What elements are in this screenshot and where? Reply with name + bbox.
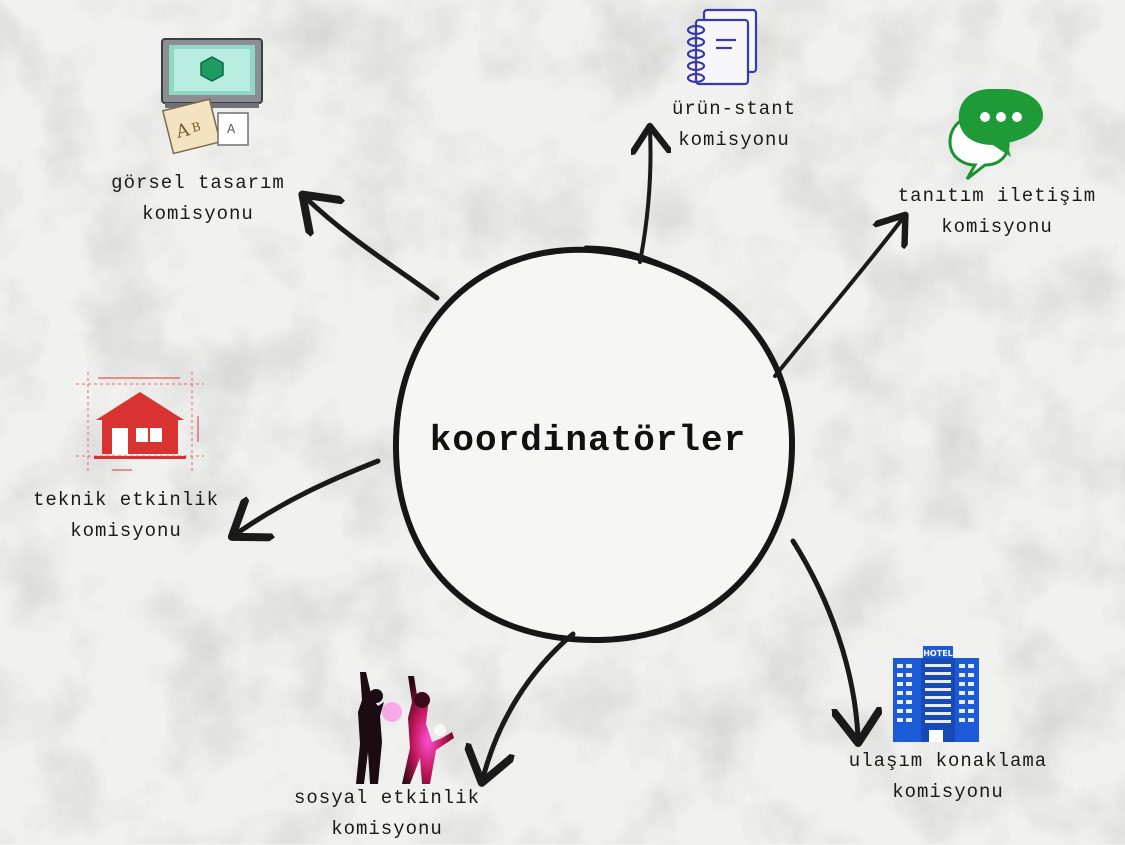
node-ulasim-label: ulaşım konaklama komisyonu — [849, 746, 1047, 808]
node-sosyal-label: sosyal etkinlik komisyonu — [294, 783, 480, 845]
node-gorsel-line2: komisyonu — [142, 203, 254, 225]
node-urun-label: ürün-stant komisyonu — [672, 94, 796, 156]
arrow-tanitim — [773, 218, 903, 378]
notebook-icon — [686, 8, 758, 86]
node-gorsel-line1: görsel tasarım — [111, 172, 285, 194]
node-urun-line1: ürün-stant — [671, 98, 797, 120]
node-gorsel-label: görsel tasarım komisyonu — [111, 168, 285, 230]
svg-text:A: A — [173, 119, 193, 143]
node-teknik-line1: teknik etkinlik — [32, 489, 220, 511]
node-sosyal-line2: komisyonu — [331, 818, 443, 840]
arrow-sosyal — [483, 631, 576, 778]
design-monitor-icon: A B A — [161, 38, 263, 155]
arrow-ulasim — [790, 538, 858, 738]
node-ulasim-line2: komisyonu — [892, 781, 1004, 803]
house-blueprint-icon — [76, 372, 204, 472]
arrow-teknik — [236, 458, 381, 534]
hotel-sign: HOTEL — [923, 649, 953, 658]
node-tanitim-label: tanıtım iletişim komisyonu — [898, 181, 1096, 243]
dancing-people-icon — [356, 672, 454, 784]
chat-bubbles-icon — [948, 89, 1043, 181]
center-circle — [392, 246, 796, 644]
center-circle-overlap — [583, 245, 663, 267]
svg-text:A: A — [227, 122, 236, 136]
node-teknik-line2: komisyonu — [70, 520, 182, 542]
arrow-gorsel — [306, 198, 440, 301]
node-tanitim-line1: tanıtım iletişim — [897, 185, 1097, 207]
node-ulasim-line1: ulaşım konaklama — [848, 750, 1048, 772]
node-sosyal-line1: sosyal etkinlik — [293, 787, 481, 809]
center-label: koordinatörler — [429, 420, 747, 461]
arrow-urun — [640, 130, 651, 264]
node-teknik-label: teknik etkinlik komisyonu — [33, 485, 219, 547]
svg-text:B: B — [190, 119, 202, 135]
hotel-building-icon: HOTEL — [893, 646, 979, 742]
node-urun-line2: komisyonu — [678, 129, 790, 151]
node-tanitim-line2: komisyonu — [941, 216, 1053, 238]
